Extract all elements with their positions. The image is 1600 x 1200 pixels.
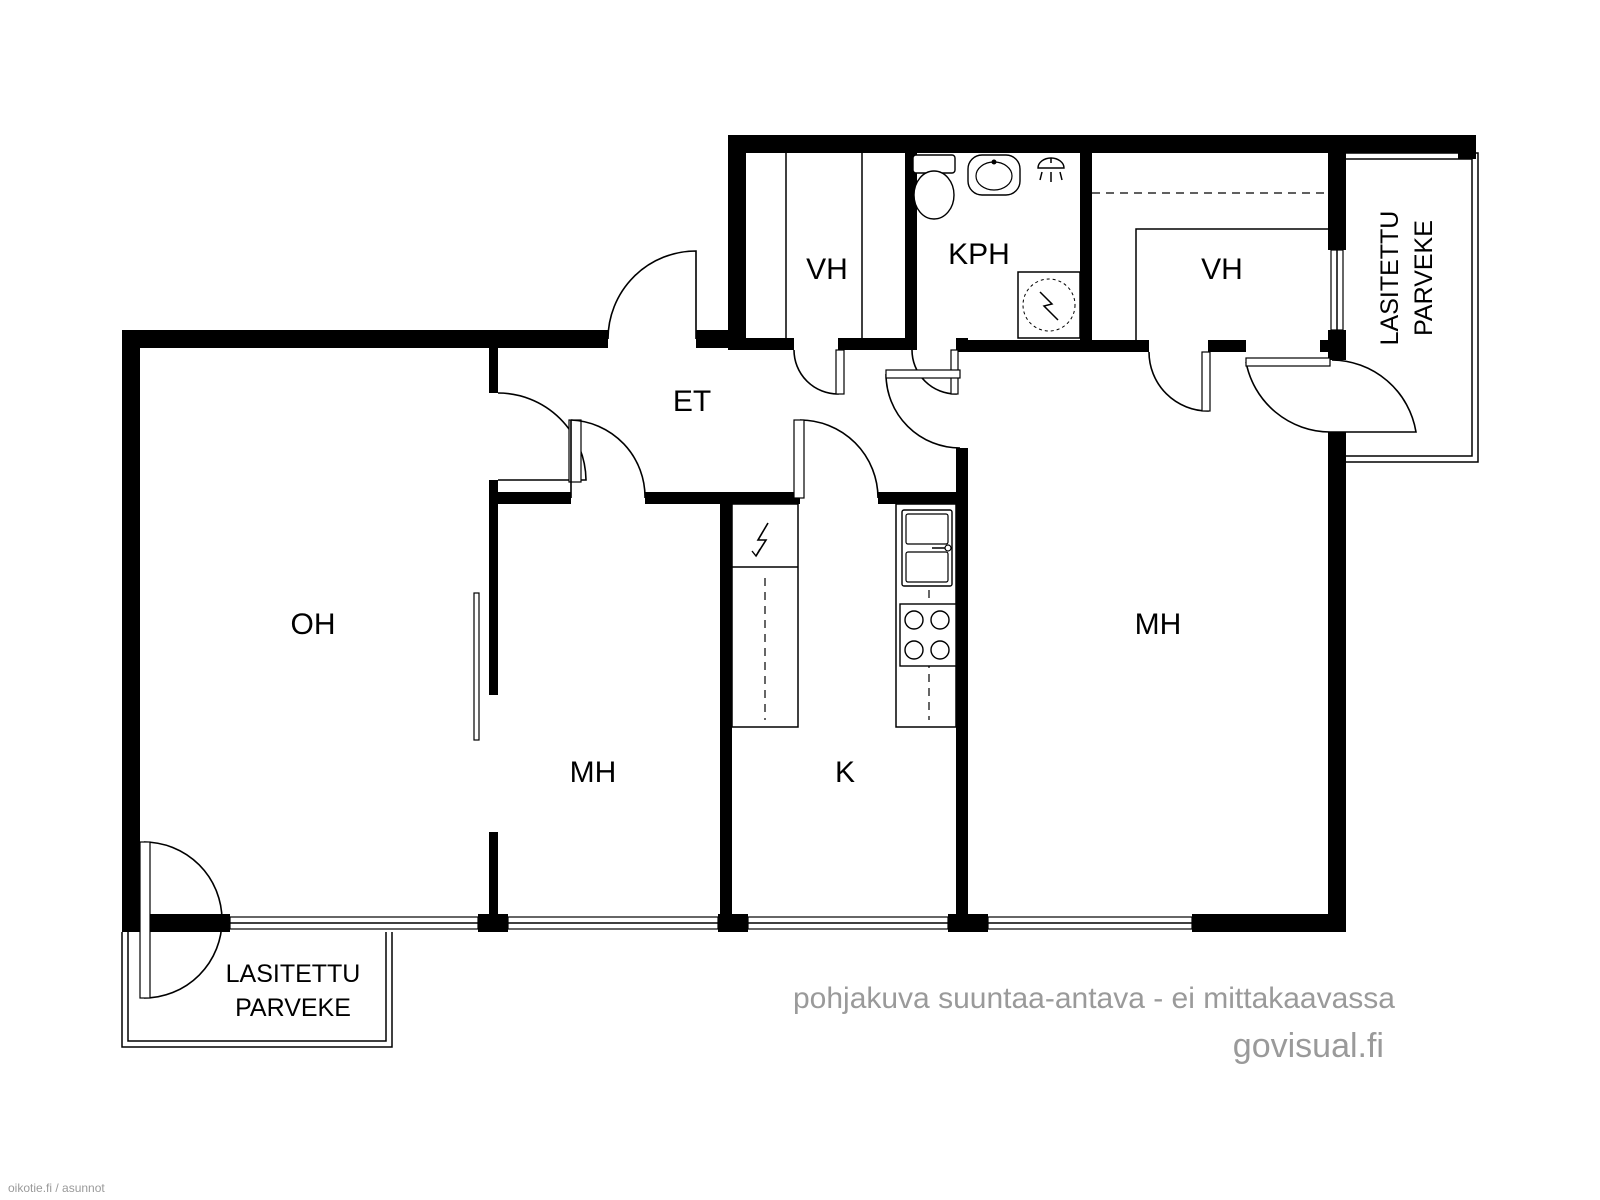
balcony-top-right: LASITETTU PARVEKE [1346,135,1479,463]
toilet-icon [912,154,956,220]
mh-left-door [570,419,646,499]
wall-vh-bottom-a [728,338,794,350]
closet-vh-left [785,153,863,338]
kitchen-cabinets-left [731,503,799,728]
wall-oh-et [489,348,498,393]
disclaimer-note: pohjakuva suuntaa-antava - ei mittakaava… [793,982,1395,1015]
doors [139,250,1417,999]
wall-mh-top-a [956,340,1149,352]
balcony-bottom-label-2: PARVEKE [235,994,351,1022]
wall-mh-top-c [1320,340,1346,352]
wall-mh-top-b [1208,340,1246,352]
balcony-bottom-label-1: LASITETTU [226,960,361,988]
brand-note: govisual.fi [1233,1027,1384,1065]
wall-entry-right [696,330,731,348]
room-label-vh-right: VH [1201,253,1243,286]
room-label-oh: OH [291,608,336,641]
balcony-top-label-2: PARVEKE [1410,220,1438,336]
room-label-mh-left: MH [570,756,617,789]
windows [229,249,1344,930]
wall-k-top [878,492,960,504]
wall-right-lower [1328,432,1346,932]
kitchen-sink-icon [901,509,953,587]
credit-note: oikotie.fi / asunnot [8,1181,105,1195]
entry-door [607,250,697,340]
interior-walls [489,135,1346,922]
vh-left-door [793,349,839,395]
room-labels: OH MH K MH ET VH KPH VH [291,238,1243,789]
wall-mh-top-a [489,492,571,504]
wall-upper-top [728,135,1458,153]
sliding-door [473,592,480,741]
room-label-mh-right: MH [1135,608,1182,641]
room-label-k: K [835,756,855,789]
wall-top-living [122,330,608,348]
wall-bottom-5 [1192,914,1346,932]
wall-bottom-2 [478,914,508,932]
closet-vh-right [1092,192,1328,340]
wall-upper-left [728,135,746,348]
wall-mh-k [720,492,732,922]
wall-left [122,330,140,930]
balcony-right-door [1245,359,1417,433]
mh-right-door [885,373,961,449]
room-label-et: ET [673,385,711,418]
wall-kph-vh [1080,135,1092,350]
wall-right-upper [1328,135,1346,250]
wall-vh-bottom-b [838,338,912,350]
wall-oh-mh [489,480,498,695]
oh-door [497,392,587,481]
room-label-kph: KPH [948,238,1010,271]
shower-icon [1037,157,1065,182]
exterior-walls [122,135,1458,932]
balcony-bottom-left: LASITETTU PARVEKE [121,932,393,1048]
wall-kph-bottom [956,338,968,352]
wall-oh-mh-lower [489,832,498,922]
room-label-vh-left: VH [806,253,848,286]
floor-drain-area [1017,271,1081,339]
wall-k-mh [956,448,968,922]
wall-bottom-1 [122,914,230,932]
vh-right-door [1148,351,1209,412]
stove-icon [899,603,957,667]
balcony-left-door [143,841,223,999]
k-door [799,419,879,499]
balcony-top-label-1: LASITETTU [1376,211,1404,346]
sink-icon [967,154,1021,196]
electric-panel-icon [751,522,769,558]
